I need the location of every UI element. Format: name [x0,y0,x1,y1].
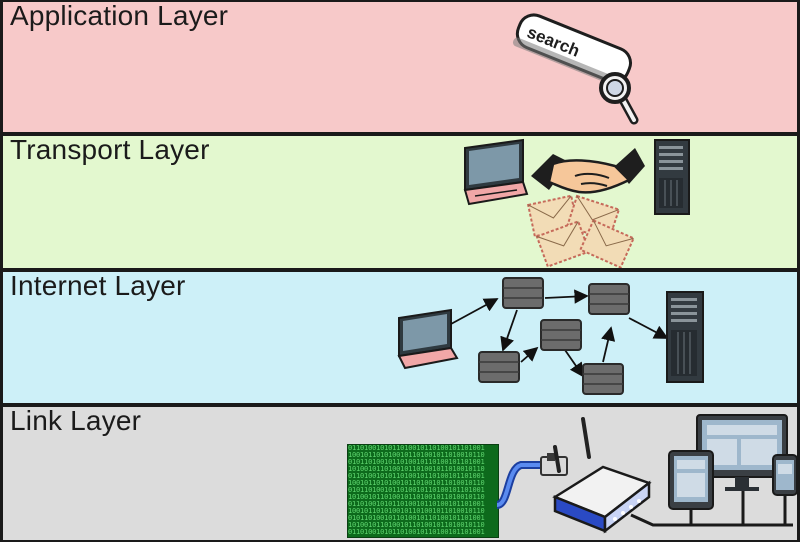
internet-layer-band: Internet Layer [3,272,797,403]
monitor-icon [696,414,788,491]
tablet-icon [668,450,714,510]
smartphone-icon [772,454,797,496]
application-layer-title: Application Layer [10,2,229,31]
binary-data-text: 0110100101011010010110100101101001 10010… [348,444,485,536]
transport-layer-title: Transport Layer [10,136,210,165]
connection-arrows [450,289,669,378]
ethernet-cable-icon [495,453,568,509]
router-node-icon [588,283,630,315]
binary-data-block: 0110100101011010010110100101101001 10010… [347,444,499,538]
search-bar-icon: search [512,13,632,88]
laptop-icon [463,138,529,206]
router-node-icon [582,363,624,395]
transport-layer-band: Transport Layer [3,136,797,268]
router-node-icon [502,277,544,309]
router-node-icon [540,319,582,351]
magnifier-icon [599,72,639,125]
laptop-icon [397,308,459,370]
router-node-icon [478,351,520,383]
link-layer-band: Link Layer 01101001010110100101101001011… [3,407,797,540]
server-tower-icon [666,291,704,383]
wifi-router-icon [552,417,652,534]
handshake-icon [531,148,645,194]
internet-layer-title: Internet Layer [10,272,186,301]
link-layer-title: Link Layer [10,407,142,436]
envelope-icon [526,194,635,268]
application-layer-band: Application Layer search [3,2,797,132]
server-tower-icon [654,139,690,215]
